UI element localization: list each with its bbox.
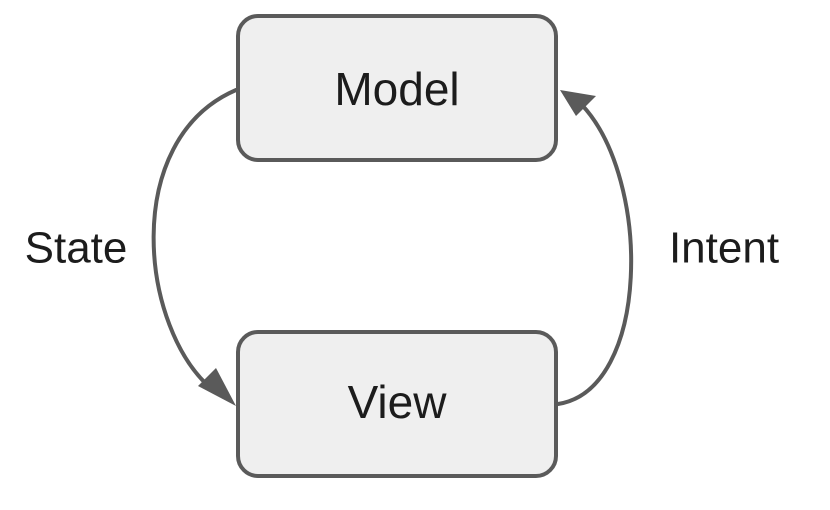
edge-state	[151, 88, 238, 406]
model-box	[236, 14, 558, 162]
intent-arrow-head	[560, 90, 596, 116]
state-label: State	[25, 224, 128, 273]
node-model: Model	[236, 14, 558, 162]
edge-intent	[556, 90, 634, 406]
model-label: Model	[334, 63, 459, 115]
state-arrow-head	[198, 368, 236, 406]
view-label: View	[348, 376, 448, 428]
intent-label: Intent	[669, 224, 779, 273]
view-box	[236, 330, 558, 478]
state-arc	[151, 88, 238, 392]
intent-arc	[556, 103, 634, 406]
node-view: View	[236, 330, 558, 478]
